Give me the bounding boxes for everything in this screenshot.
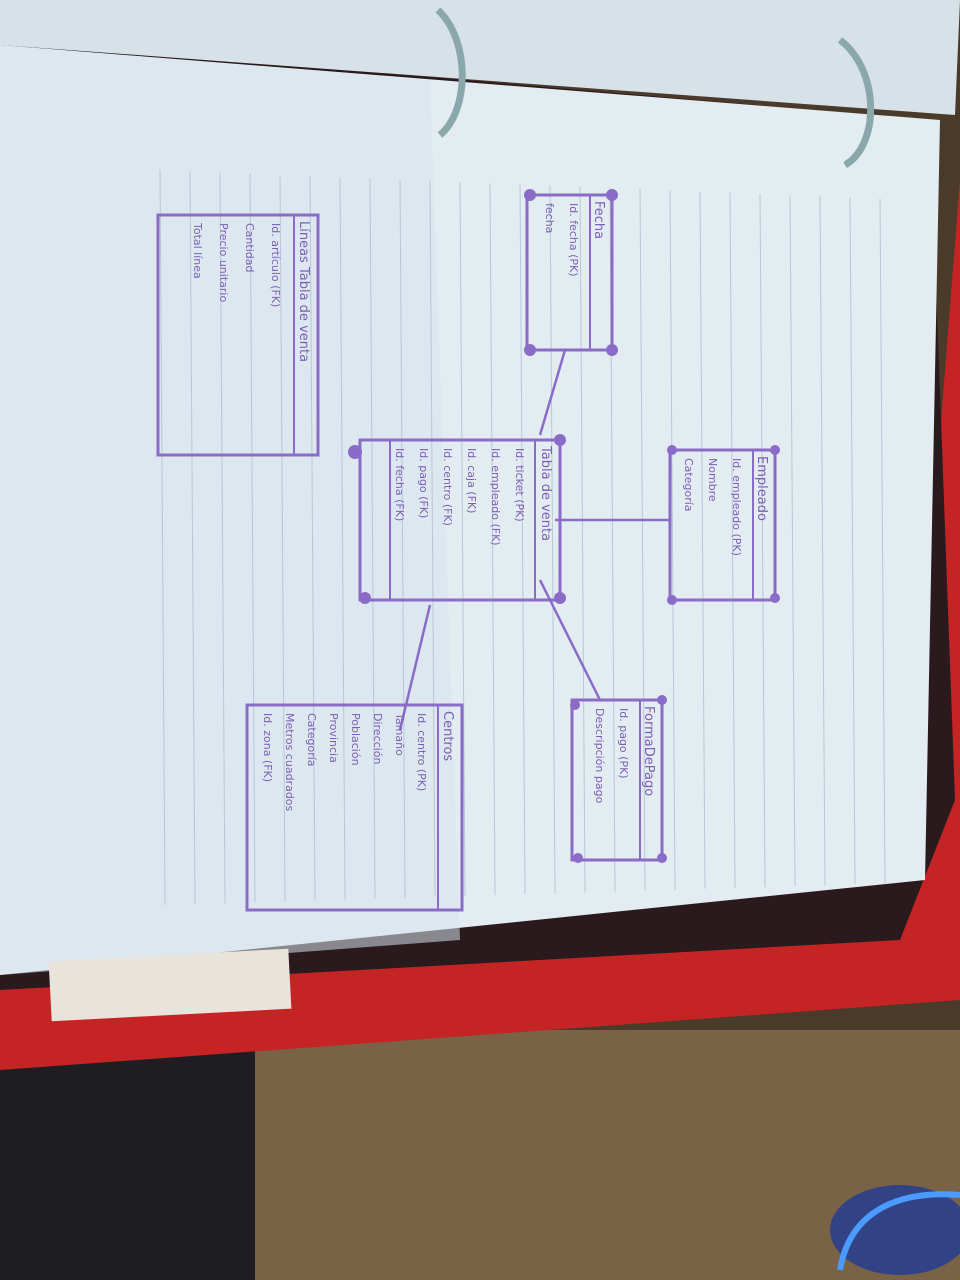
centros-attribute: Tamaño: [393, 712, 406, 756]
ruled-line: [849, 197, 856, 885]
ruled-line: [339, 177, 346, 900]
lineas-attribute: Total línea: [191, 222, 204, 279]
fecha-attribute: Id. fecha (PK): [567, 203, 580, 277]
entity-centros: Centros Id. centro (PK) Tamaño Dirección Po…: [245, 703, 464, 912]
lineas-title: Líneas Tabla de venta: [296, 221, 311, 362]
ruled-line: [399, 179, 406, 898]
notebook-page-top: [0, 0, 960, 115]
ruled-line: [489, 183, 496, 896]
centros-attribute: Provincia: [327, 713, 340, 763]
blue-light: [830, 1185, 960, 1275]
entity-fecha: Fecha Id. fecha (PK) fecha: [525, 193, 614, 352]
centros-attribute: Categoría: [305, 713, 318, 767]
ruled-line: [309, 175, 316, 901]
binder-label: [48, 948, 292, 1022]
empleado-attribute: Id. empleado (PK): [730, 458, 743, 556]
fact-attribute: Id. empleado (FK): [489, 448, 502, 546]
ruled-lines: [159, 169, 886, 906]
fact-attribute: Id. pago (FK): [417, 448, 430, 518]
centros-attribute: Id. centro (PK): [415, 713, 428, 791]
entity-fact-table: Tabla de venta Id. ticket (PK) Id. emplea…: [358, 438, 562, 602]
entity-lineas: Líneas Tabla de venta Id. artículo (FK) C…: [156, 213, 320, 457]
ruled-line: [159, 169, 166, 906]
binder-rings: [435, 7, 875, 169]
ruled-line: [699, 191, 706, 889]
centros-attribute: Dirección: [371, 713, 384, 764]
dark-object-left: [0, 1040, 255, 1280]
centros-title: Centros: [440, 711, 455, 761]
ruled-line: [279, 174, 286, 902]
ruled-line: [759, 193, 766, 888]
fact-attribute: Id. caja (FK): [465, 448, 478, 513]
centros-attribute: Id. zona (FK): [261, 713, 274, 782]
fecha-title: Fecha: [591, 201, 606, 239]
ruled-line: [669, 190, 676, 890]
ruled-line: [639, 189, 646, 891]
formapago-attribute: Descripción pago: [593, 708, 606, 804]
ruled-line: [879, 198, 886, 884]
fact-attribute: Id. fecha (FK): [393, 448, 406, 521]
ruled-line: [249, 173, 256, 903]
ruled-line: [369, 178, 376, 899]
lineas-attributes: Id. artículo (FK) Cantidad Precio unitario…: [191, 222, 282, 307]
ruled-line: [729, 192, 736, 888]
ruled-line: [789, 195, 796, 887]
corner-dots: [348, 189, 780, 863]
ruled-line: [579, 186, 586, 893]
fact-attribute: Id. centro (FK): [441, 448, 454, 526]
ruled-line: [189, 171, 196, 905]
ruled-line: [459, 181, 466, 897]
ruled-line: [219, 172, 226, 904]
forma-pago-attributes: Id. pago (PK) Descripción pago: [593, 708, 630, 804]
ruled-line: [519, 184, 526, 895]
entity-forma-pago: FormaDePago Id. pago (PK) Descripción pag…: [570, 698, 664, 862]
lineas-attribute: Id. artículo (FK): [269, 223, 282, 307]
empleado-title: Empleado: [754, 456, 769, 521]
centros-attributes: Id. centro (PK) Tamaño Dirección Población P…: [261, 712, 428, 812]
centros-attribute: Metros cuadrados: [283, 713, 296, 812]
blue-light-edge: [837, 1191, 960, 1271]
empleado-attributes: Id. empleado (PK) Nombre Categoría: [682, 458, 743, 556]
ruled-line: [429, 180, 436, 897]
page-shadow: [0, 45, 460, 975]
empleado-attribute: Nombre: [706, 458, 719, 502]
lineas-attribute: Cantidad: [243, 223, 256, 272]
forma-pago-title: FormaDePago: [641, 706, 656, 796]
fact-attributes: Id. ticket (PK) Id. empleado (FK) Id. caja…: [393, 448, 526, 546]
centros-attribute: Población: [349, 713, 362, 766]
entity-empleado: Empleado Id. empleado (PK) Nombre Categorí…: [668, 448, 777, 602]
fecha-attribute: fecha: [543, 203, 556, 233]
empleado-attribute: Categoría: [682, 458, 695, 512]
lineas-attribute: Precio unitario: [217, 223, 230, 302]
ruled-line: [549, 185, 556, 894]
formapago-attribute: Id. pago (PK): [617, 708, 630, 779]
fecha-attributes: Id. fecha (PK) fecha: [543, 203, 580, 277]
ruled-line: [819, 196, 826, 886]
fact-title: Tabla de venta: [538, 445, 553, 541]
fact-attribute: Id. ticket (PK): [513, 448, 526, 522]
